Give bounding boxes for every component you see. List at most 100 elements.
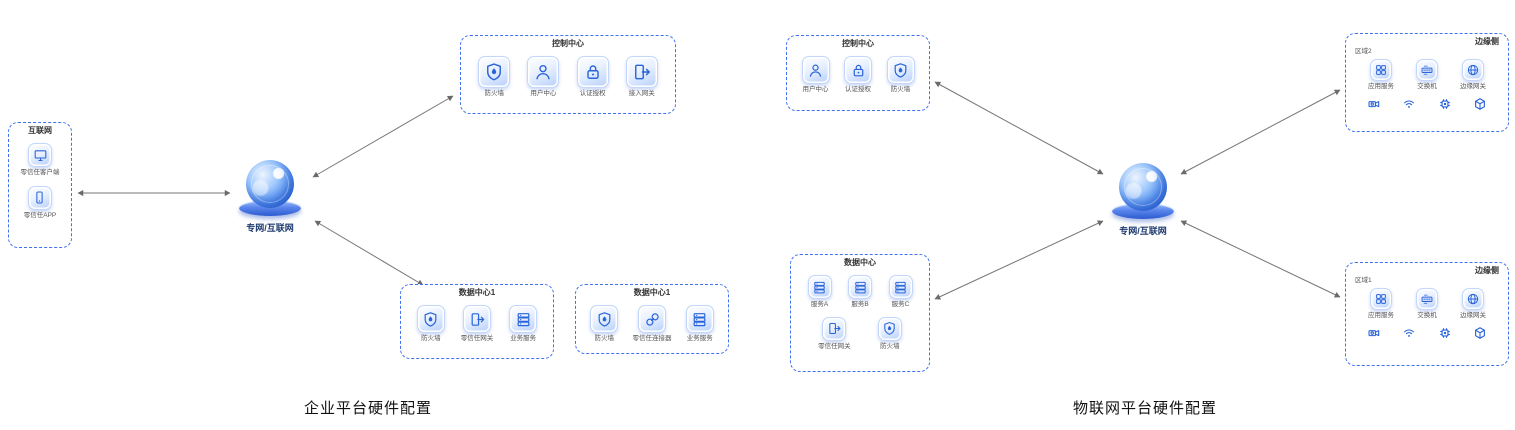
- icon-row: 服务A 服务B 服务C: [791, 275, 929, 309]
- node-app-service: 应用服务: [1368, 58, 1394, 91]
- server-icon: [509, 305, 538, 333]
- region-label: 区域2: [1355, 48, 1372, 55]
- icon-row: 应用服务 交换机 边缘网关: [1346, 287, 1508, 320]
- node-label: 用户中心: [802, 86, 829, 93]
- camera-icon: [1367, 97, 1381, 111]
- firewall-icon: [416, 305, 445, 333]
- node-label: 业务服务: [510, 335, 537, 342]
- node-label: 应用服务: [1368, 311, 1394, 319]
- node-label: 零信任客户端: [20, 169, 60, 176]
- app-grid-icon: [1370, 58, 1392, 81]
- node-label: 零信任APP: [23, 211, 57, 219]
- icon-row: 防火墙 零信任网关 业务服务: [401, 305, 553, 343]
- node-label: 防火墙: [880, 342, 900, 350]
- server-icon: [685, 305, 714, 333]
- node-label: 用户中心: [530, 90, 557, 97]
- node-edge-gateway: 边缘网关: [1460, 58, 1486, 91]
- switch-icon: [1416, 58, 1438, 81]
- icon-row: 防火墙 用户中心 认证授权 接入网关: [461, 56, 675, 98]
- node-zero-trust-connector: 零信任连接器: [633, 305, 672, 343]
- node-switch: 交换机: [1416, 287, 1438, 320]
- user-icon: [527, 56, 560, 88]
- node-label: 边缘网关: [1460, 82, 1486, 90]
- user-icon: [801, 56, 830, 84]
- globe-icon: [246, 160, 294, 208]
- icon-stack: 零信任客户端 零信任APP: [9, 143, 71, 219]
- node-firewall: 防火墙: [416, 305, 445, 343]
- icon-row: 应用服务 交换机 边缘网关: [1346, 58, 1508, 91]
- gateway-icon: [625, 56, 658, 88]
- server-icon: [807, 275, 832, 299]
- box-title: 边缘侧: [1475, 266, 1499, 275]
- node-service-a: 服务A: [807, 275, 832, 309]
- lock-icon: [844, 56, 872, 84]
- node-firewall: 防火墙: [478, 56, 511, 98]
- box-title: 边缘侧: [1475, 37, 1499, 46]
- network-node-left: 专网/互联网: [237, 160, 303, 234]
- link-icon: [638, 305, 666, 333]
- node-auth: 认证授权: [576, 56, 609, 98]
- node-zero-trust-client: 零信任客户端: [21, 143, 60, 177]
- network-node-right: 专网/互联网: [1110, 163, 1176, 237]
- node-edge-gateway: 边缘网关: [1460, 287, 1486, 320]
- server-icon: [848, 275, 872, 299]
- node-label: 认证授权: [579, 90, 606, 97]
- node-service-c: 服务C: [888, 275, 913, 309]
- server-icon: [888, 275, 913, 299]
- node-firewall: 防火墙: [886, 56, 915, 94]
- node-label: 服务B: [851, 301, 869, 308]
- node-zero-trust-gateway: 零信任网关: [461, 305, 493, 343]
- node-zero-trust-app: 零信任APP: [23, 185, 57, 220]
- box-title: 互联网: [28, 126, 52, 135]
- caption-enterprise-platform: 企业平台硬件配置: [303, 400, 432, 417]
- network-label: 专网/互联网: [1119, 226, 1167, 236]
- node-service-b: 服务B: [848, 275, 872, 309]
- globe-icon: [1119, 163, 1167, 211]
- node-access-gateway: 接入网关: [625, 56, 658, 98]
- node-label: 服务A: [810, 301, 829, 308]
- caption-iot-platform: 物联网平台硬件配置: [1072, 400, 1217, 417]
- edge-side-box-top: 边缘侧 区域2 应用服务 交换机 边缘网关: [1345, 33, 1509, 132]
- control-center-box-left: 控制中心 防火墙 用户中心 认证授权 接入网关: [460, 35, 676, 114]
- box-title: 数据中心: [844, 258, 876, 267]
- device-row: [1346, 97, 1508, 111]
- node-user-center: 用户中心: [527, 56, 560, 98]
- phone-icon: [27, 185, 52, 210]
- cube-icon: [1473, 97, 1487, 111]
- firewall-icon: [478, 56, 511, 88]
- app-grid-icon: [1370, 287, 1392, 310]
- icon-row: 零信任网关 防火墙: [791, 316, 929, 351]
- sensor-icon: [1402, 326, 1416, 340]
- firewall-icon: [877, 316, 902, 341]
- globe-base: [1112, 203, 1174, 219]
- icon-row: 防火墙 零信任连接器 业务服务: [576, 305, 728, 343]
- node-label: 接入网关: [628, 90, 655, 97]
- device-row: [1346, 326, 1508, 340]
- net-globe-icon: [1462, 58, 1484, 81]
- node-auth: 认证授权: [844, 56, 872, 94]
- control-center-box-right: 控制中心 用户中心 认证授权 防火墙: [786, 35, 930, 111]
- camera-icon: [1367, 326, 1381, 340]
- node-business-service: 业务服务: [509, 305, 538, 343]
- node-zero-trust-gateway: 零信任网关: [818, 316, 851, 351]
- node-label: 业务服务: [686, 335, 713, 342]
- firewall-icon: [886, 56, 915, 84]
- node-label: 交换机: [1417, 311, 1437, 319]
- node-label: 零信任连接器: [632, 335, 672, 342]
- node-switch: 交换机: [1416, 58, 1438, 91]
- data-center-box-right: 数据中心 服务A 服务B 服务C 零信任网关 防火墙: [790, 254, 930, 372]
- cube-icon: [1473, 326, 1487, 340]
- node-label: 防火墙: [594, 335, 615, 342]
- box-title: 控制中心: [552, 39, 584, 48]
- node-firewall: 防火墙: [590, 305, 619, 343]
- node-label: 防火墙: [484, 90, 504, 97]
- region-label: 区域1: [1355, 277, 1372, 284]
- chip-icon: [1438, 97, 1452, 111]
- globe-base: [239, 200, 301, 216]
- node-business-service: 业务服务: [685, 305, 714, 343]
- monitor-icon: [28, 143, 52, 167]
- node-label: 防火墙: [890, 86, 911, 93]
- node-label: 交换机: [1417, 82, 1437, 90]
- gateway-icon: [463, 305, 491, 333]
